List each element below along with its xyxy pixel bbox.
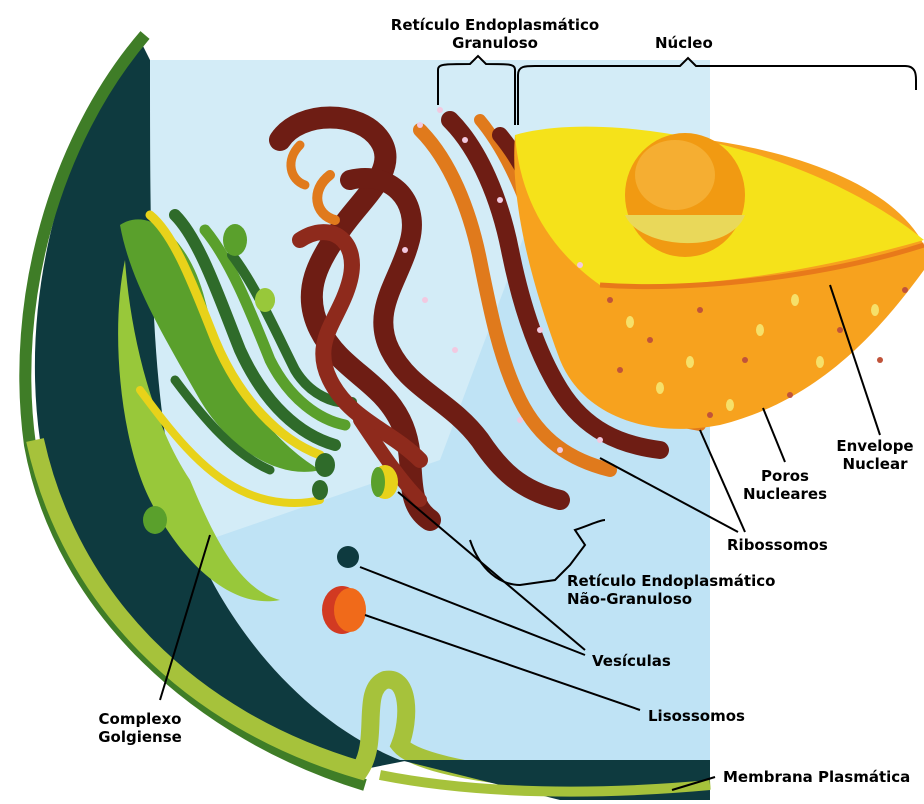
label-poros-line1: Poros [735,467,835,485]
label-rel: Retículo Endoplasmático Não-Granuloso [567,572,775,608]
label-poros: Poros Nucleares [735,467,835,503]
label-envelope: Envelope Nuclear [826,437,924,473]
label-envelope-line2: Nuclear [826,455,924,473]
vesicle-small [255,290,275,310]
label-ribossomos: Ribossomos [727,536,828,554]
label-complexo-line2: Golgiense [85,728,195,746]
label-rer-line1: Retículo Endoplasmático [375,16,615,34]
label-vesiculas: Vesículas [592,652,671,670]
label-complexo-line1: Complexo [85,710,195,728]
vesicle-dark [337,546,359,568]
label-lisossomos: Lisossomos [648,707,745,725]
label-membrana: Membrana Plasmática [723,768,910,786]
label-poros-line2: Nucleares [735,485,835,503]
nucleolus-highlight [635,140,715,210]
label-envelope-line1: Envelope [826,437,924,455]
label-nucleo: Núcleo [655,34,713,52]
lysosome-inner [334,588,366,632]
label-rel-line2: Não-Granuloso [567,590,775,608]
label-complexo: Complexo Golgiense [85,710,195,746]
label-rer: Retículo Endoplasmático Granuloso [375,16,615,52]
label-rel-line1: Retículo Endoplasmático [567,572,775,590]
vesicle-yellow-rim [371,467,385,497]
label-rer-line2: Granuloso [375,34,615,52]
